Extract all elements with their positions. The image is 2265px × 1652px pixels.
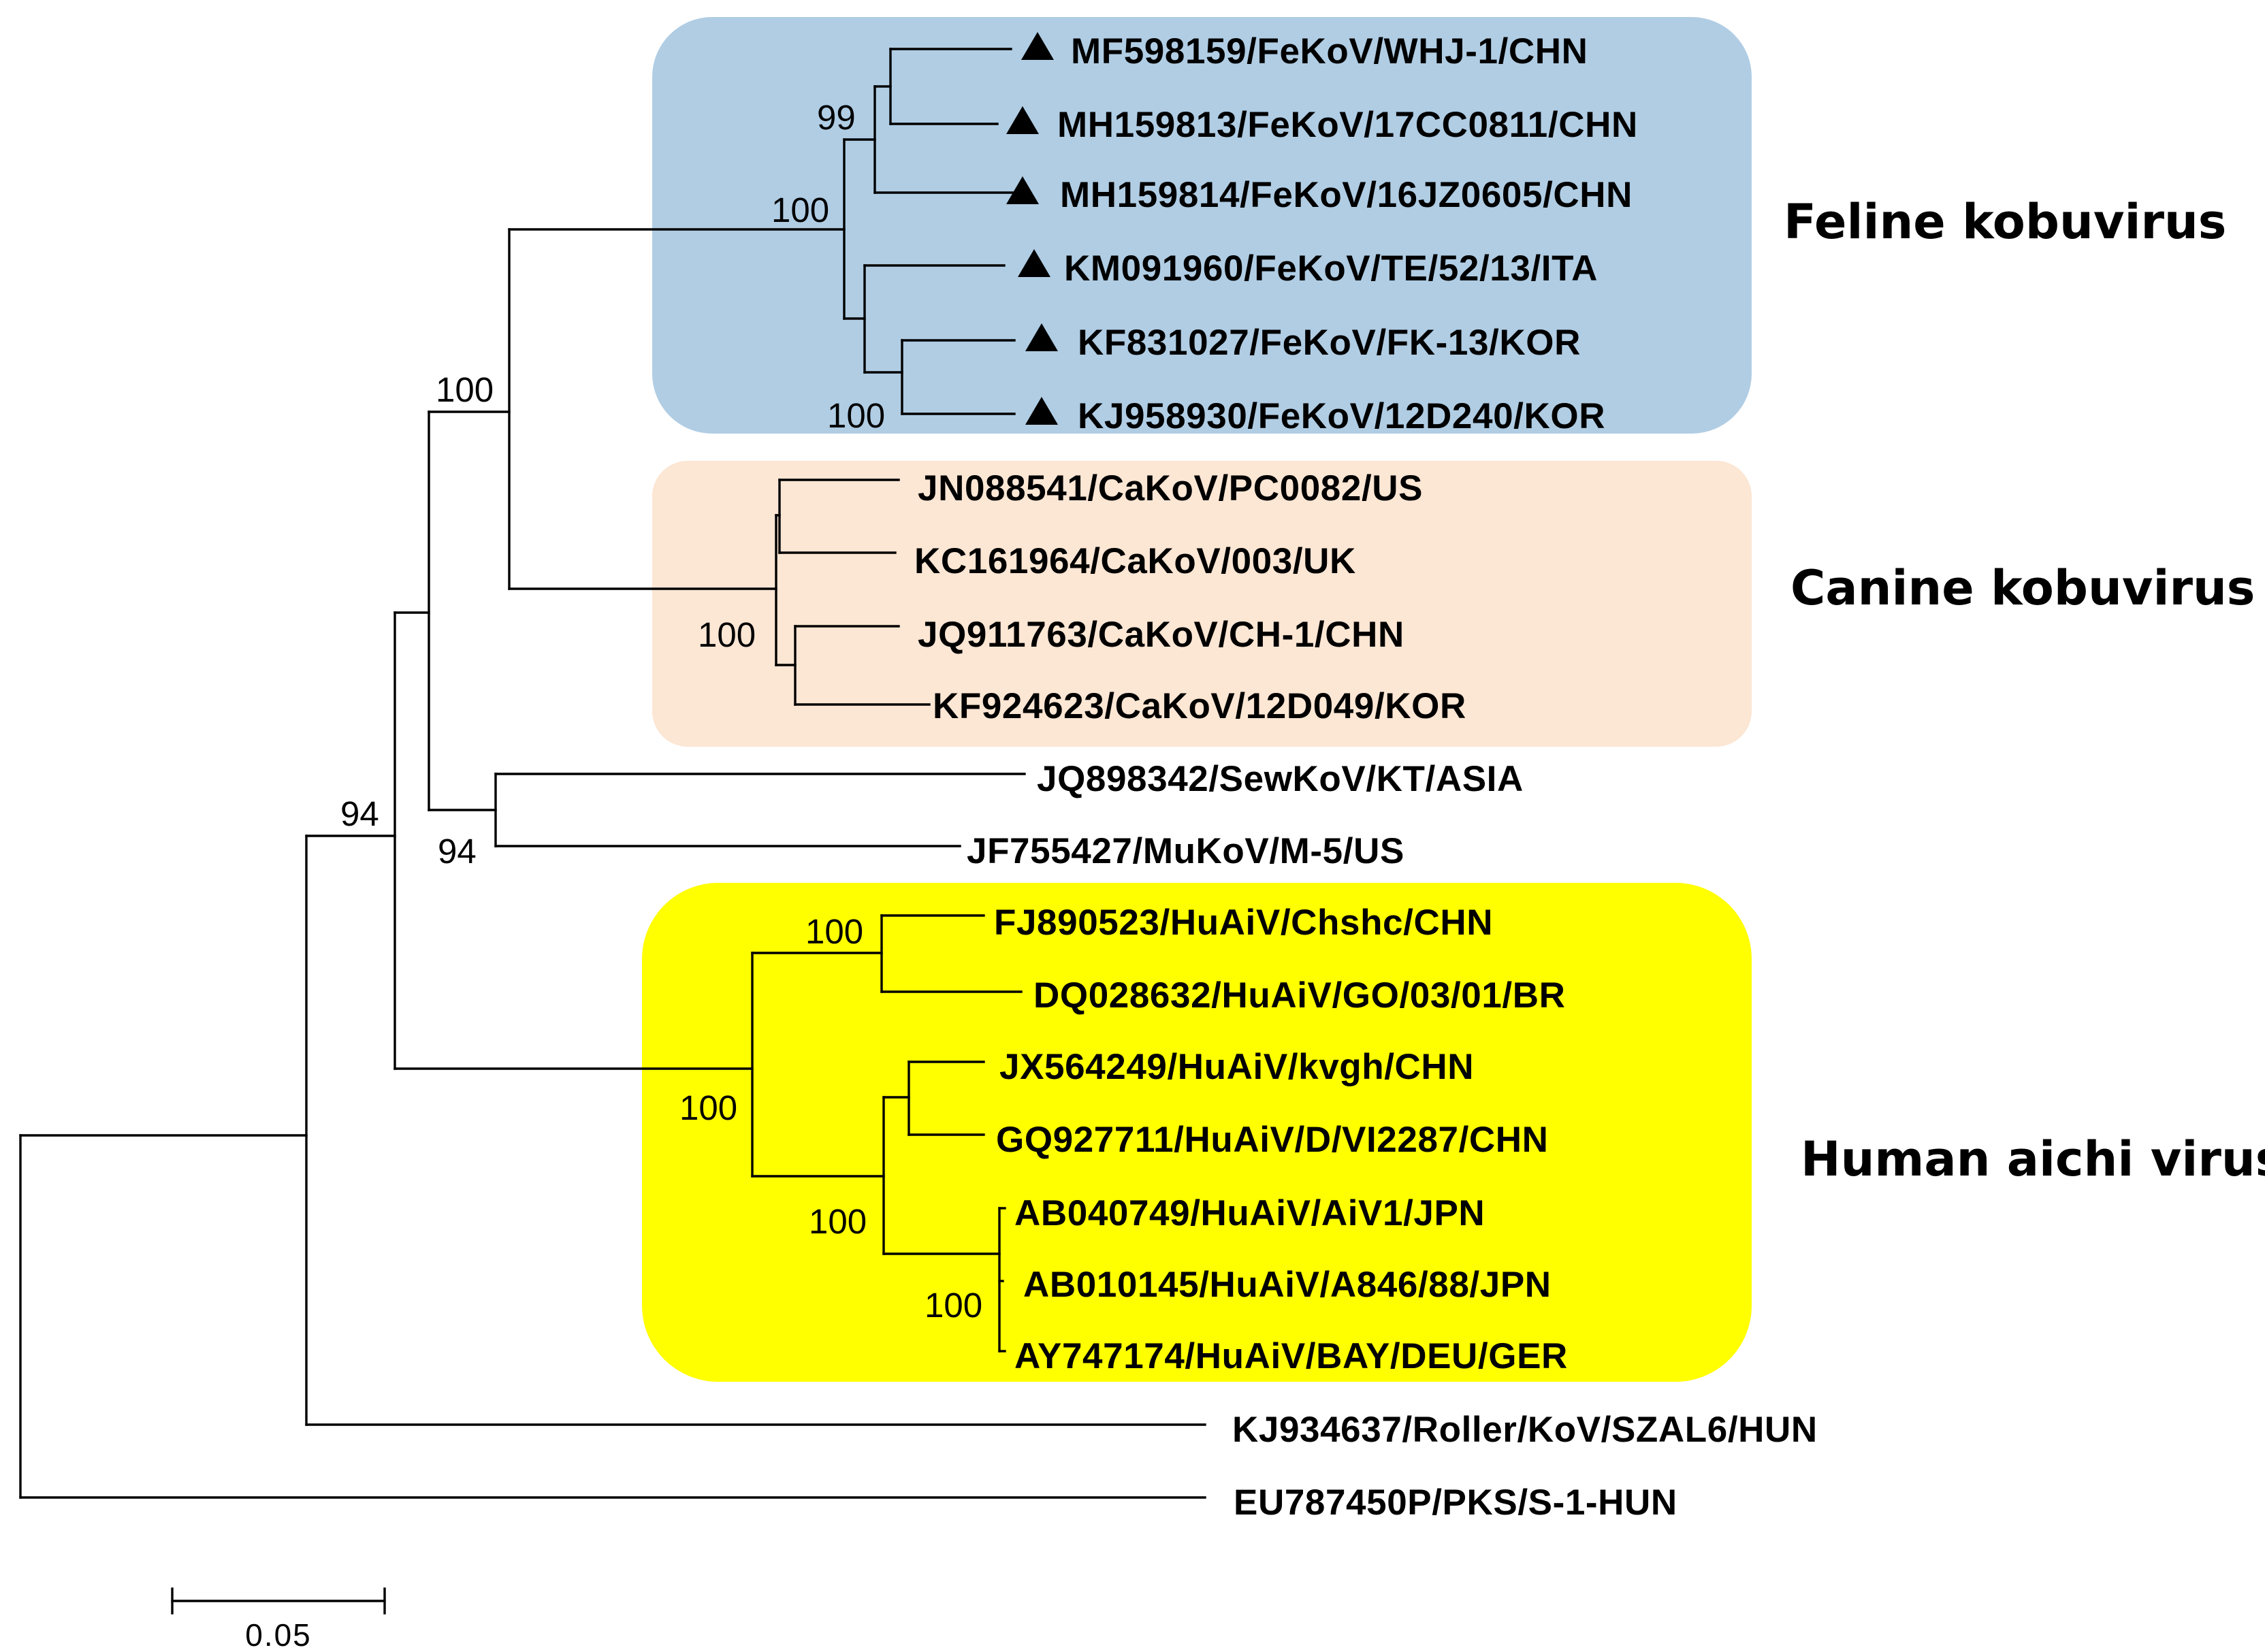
- bootstrap-value: 100: [679, 1088, 737, 1127]
- bootstrap-value: 94: [340, 794, 379, 833]
- tip-label: MH159814/FeKoV/16JZ0605/CHN: [1060, 175, 1633, 215]
- tip-label: JF755427/MuKoV/M-5/US: [967, 831, 1404, 871]
- tip-label: EU787450P/PKS/S-1-HUN: [1234, 1483, 1677, 1523]
- canine-clade-label: Canine kobuvirus: [1790, 560, 2255, 616]
- filled-triangle-icon: [1025, 397, 1058, 425]
- bootstrap-value: 100: [809, 1202, 867, 1241]
- bootstrap-value: 94: [438, 832, 477, 871]
- bootstrap-value: 100: [436, 370, 494, 409]
- tip-label: FJ890523/HuAiV/Chshc/CHN: [994, 903, 1493, 943]
- tip-label: KJ958930/FeKoV/12D240/KOR: [1078, 396, 1605, 436]
- bootstrap-value: 100: [698, 615, 756, 654]
- filled-triangle-icon: [1006, 176, 1039, 204]
- feline-sequence-markers: [1006, 32, 1058, 425]
- tip-label: KF924623/CaKoV/12D049/KOR: [933, 686, 1466, 726]
- tree-branches: [19, 48, 1206, 1499]
- tip-label: KC161964/CaKoV/003/UK: [914, 541, 1356, 581]
- tip-label: AY747174/HuAiV/BAY/DEU/GER: [1014, 1336, 1568, 1376]
- filled-triangle-icon: [1006, 106, 1039, 134]
- feline-clade-box: [652, 17, 1752, 434]
- bootstrap-value: 100: [827, 396, 885, 435]
- scale-bar: 0.05: [171, 1587, 386, 1652]
- tip-label: KM091960/FeKoV/TE/52/13/ITA: [1064, 248, 1598, 289]
- bootstrap-value: 99: [817, 98, 856, 137]
- tip-label: JX564249/HuAiV/kvgh/CHN: [999, 1047, 1474, 1087]
- tip-label: JN088541/CaKoV/PC0082/US: [918, 468, 1423, 508]
- filled-triangle-icon: [1025, 323, 1058, 351]
- tip-label: KF831027/FeKoV/FK-13/KOR: [1078, 323, 1581, 363]
- tip-label: KJ934637/Roller/KoV/SZAL6/HUN: [1232, 1410, 1818, 1450]
- tip-label: MH159813/FeKoV/17CC0811/CHN: [1057, 105, 1638, 145]
- tip-label: AB040749/HuAiV/AiV1/JPN: [1014, 1193, 1485, 1233]
- tip-label: DQ028632/HuAiV/GO/03/01/BR: [1033, 975, 1566, 1016]
- human-clade-label: Human aichi virus: [1801, 1131, 2265, 1187]
- tip-label: AB010145/HuAiV/A846/88/JPN: [1023, 1265, 1552, 1305]
- scale-bar-label: 0.05: [245, 1617, 312, 1652]
- bootstrap-value: 100: [805, 912, 863, 951]
- feline-clade-label: Feline kobuvirus: [1784, 194, 2226, 250]
- tip-labels: MF598159/FeKoV/WHJ-1/CHN MH159813/FeKoV/…: [914, 31, 1818, 1523]
- tip-label: GQ927711/HuAiV/D/VI2287/CHN: [996, 1120, 1549, 1160]
- filled-triangle-icon: [1018, 249, 1050, 277]
- human-clade-box: [642, 883, 1752, 1382]
- tip-label: JQ911763/CaKoV/CH-1/CHN: [918, 615, 1404, 655]
- bootstrap-value: 100: [771, 191, 829, 229]
- canine-clade-box: [652, 461, 1752, 747]
- bootstrap-value: 100: [925, 1286, 982, 1325]
- tip-label: MF598159/FeKoV/WHJ-1/CHN: [1071, 31, 1588, 71]
- tip-label: JQ898342/SewKoV/KT/ASIA: [1037, 759, 1524, 799]
- bootstrap-values: 99 100 100 100 100 94 94 100 100 100 100: [340, 98, 982, 1325]
- filled-triangle-icon: [1021, 32, 1054, 60]
